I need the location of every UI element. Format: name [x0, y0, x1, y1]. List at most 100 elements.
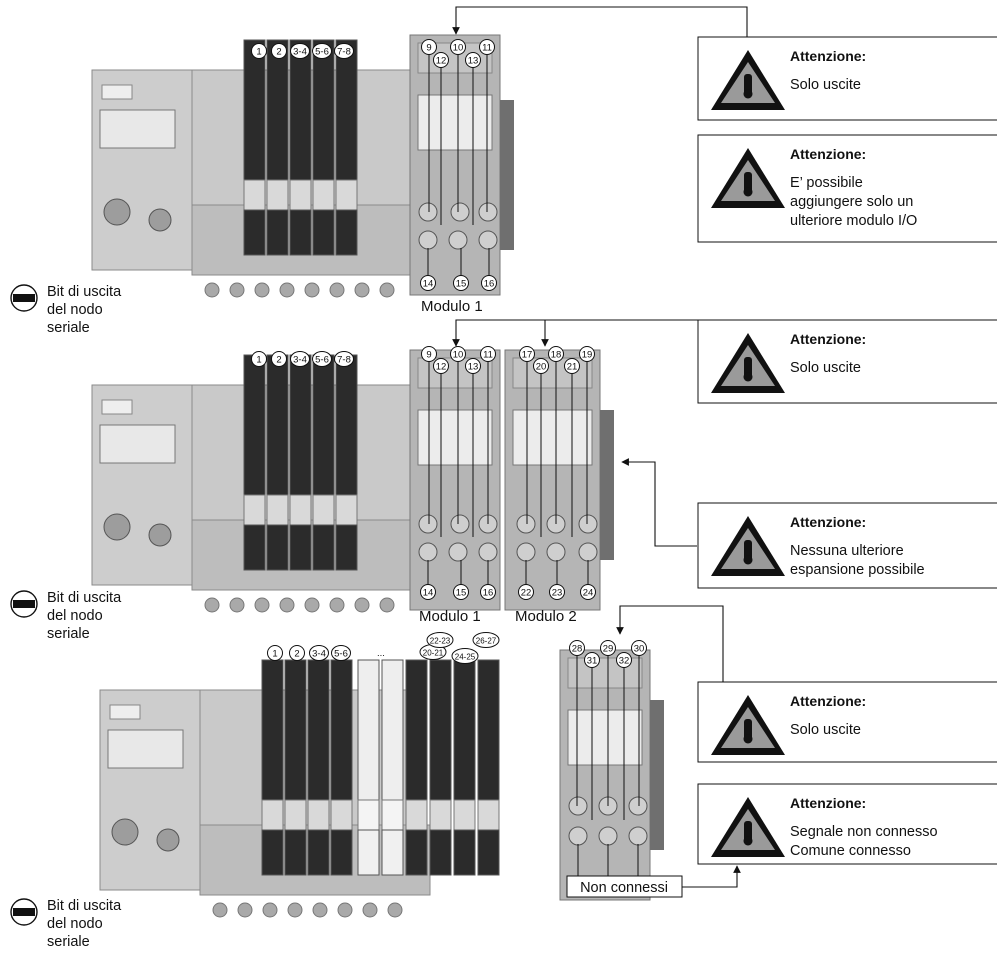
valve-solenoid [267, 355, 288, 495]
valve-base [244, 525, 265, 570]
air-port [263, 903, 277, 917]
number-label: 1 [256, 354, 261, 365]
valve-solenoid [478, 660, 499, 800]
m8-connector [419, 515, 437, 533]
number-label: 28 [572, 643, 583, 654]
serial-node [92, 70, 192, 270]
air-port [363, 903, 377, 917]
pin-number: 14 [421, 585, 436, 600]
valve-body [290, 495, 311, 525]
valve-base [313, 210, 334, 255]
valve-base [478, 830, 499, 875]
valve-solenoid [358, 660, 379, 800]
m8-connector [517, 543, 535, 561]
arrow-to-warning [682, 866, 737, 887]
warning-title: Attenzione: [790, 146, 866, 162]
node-label [100, 425, 175, 463]
exclamation-dot [744, 188, 753, 197]
number-label: 9 [426, 42, 431, 53]
exclamation-dot [744, 735, 753, 744]
valve-islands [92, 35, 664, 917]
m8-connector [517, 515, 535, 533]
module-label: Modulo 2 [515, 608, 577, 625]
valve-base [331, 830, 352, 875]
number-label: 5-6 [315, 46, 329, 57]
number-label: 2 [276, 354, 281, 365]
bit-label-line: del nodo [47, 916, 103, 932]
warning-line: espansione possibile [790, 562, 925, 578]
air-port [330, 283, 344, 297]
module-label: Modulo 1 [421, 298, 483, 315]
warning-line: Solo uscite [790, 360, 861, 376]
valve-body [382, 800, 403, 830]
number-label: 3-4 [293, 46, 307, 57]
node-display [102, 85, 132, 99]
m8-connector [629, 797, 647, 815]
valve-base [267, 525, 288, 570]
valve-base [267, 210, 288, 255]
valve-island [100, 660, 499, 917]
serial-node-output-bits: Bit di uscitadel nodoseriale [11, 590, 122, 642]
number-label: 31 [587, 655, 598, 666]
air-port [255, 598, 269, 612]
valve-number: 1 [268, 646, 283, 661]
number-label: 10 [453, 349, 464, 360]
pin-number: 15 [454, 585, 469, 600]
air-port [230, 598, 244, 612]
air-port [238, 903, 252, 917]
air-port [305, 598, 319, 612]
air-port [205, 598, 219, 612]
bit-label-line: Bit di uscita [47, 284, 122, 300]
number-label: 13 [468, 361, 479, 372]
exclamation-dot [744, 90, 753, 99]
warning-line: Comune connesso [790, 843, 911, 859]
pin-number: 9 [422, 40, 437, 55]
valve-body [313, 180, 334, 210]
valve-number: 5-6 [313, 352, 332, 367]
air-port [313, 903, 327, 917]
m8-connector [479, 543, 497, 561]
m12-connector [157, 829, 179, 851]
number-label: 15 [456, 278, 467, 289]
valve-solenoid [244, 355, 265, 495]
valve-solenoid [244, 40, 265, 180]
valve-body [331, 800, 352, 830]
valve-solenoid [262, 660, 283, 800]
number-label: 3-4 [293, 354, 307, 365]
ellipsis-label: ... [377, 648, 385, 659]
valve-solenoid [382, 660, 403, 800]
valve-body [336, 495, 357, 525]
pin-number: 17 [520, 347, 535, 362]
valve-base [454, 830, 475, 875]
arrow-to-module-1 [456, 320, 997, 346]
valve-number: 3-4 [310, 646, 329, 661]
io-module [505, 350, 600, 610]
m8-connector [419, 203, 437, 221]
number-label: 1 [272, 648, 277, 659]
number-label: 12 [436, 361, 447, 372]
pin-number: 32 [617, 653, 632, 668]
valve-solenoid [267, 40, 288, 180]
air-port [355, 283, 369, 297]
m8-connector [547, 543, 565, 561]
warning-title: Attenzione: [790, 48, 866, 64]
warning-boxes: Attenzione:Solo usciteAttenzione:E’ poss… [698, 37, 997, 864]
valve-body [262, 800, 283, 830]
valve-solenoid [313, 355, 334, 495]
air-port [280, 598, 294, 612]
pin-number: 30 [632, 641, 647, 656]
serial-node [92, 385, 192, 585]
valve-body [267, 495, 288, 525]
pin-number: 13 [466, 359, 481, 374]
valve-solenoid [430, 660, 451, 800]
number-label: 23 [552, 587, 563, 598]
io-module [410, 350, 500, 610]
air-port [380, 598, 394, 612]
node-label [100, 110, 175, 148]
valve-body [454, 800, 475, 830]
valve-number: 26-27 [473, 633, 499, 648]
air-port [205, 283, 219, 297]
valve-base [244, 210, 265, 255]
node-display [102, 400, 132, 414]
number-label: 10 [453, 42, 464, 53]
